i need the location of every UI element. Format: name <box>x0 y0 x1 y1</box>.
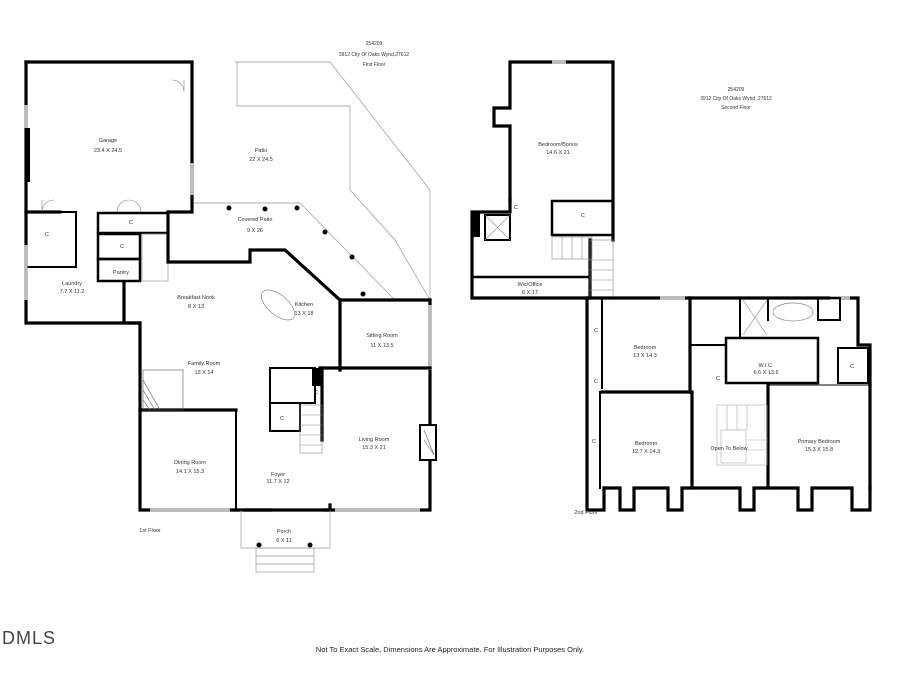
room-dims-sitting-room: 11 X 13.5 <box>370 343 393 349</box>
room-dims-breakfast-nook: 8 X 13 <box>188 304 204 310</box>
room-name-foyer: Foyer <box>271 472 285 478</box>
room-dims-primary-bedroom: 15.3 X 15.8 <box>805 447 833 453</box>
room-dims-bedroom-2: 12.7 X 14.3 <box>632 449 660 455</box>
first-floor-plan: 254209 3912 City Of Oaks Wynd,27612 Firs… <box>24 41 437 573</box>
first-floor-id: 254209 <box>366 41 383 47</box>
room-name-garage: Garage <box>99 138 117 144</box>
second-floor-id: 254209 <box>728 87 745 93</box>
room-name-bedroom-2: Bedroom <box>635 441 658 447</box>
closet-label: C <box>120 244 124 250</box>
first-floor-address: 3912 City Of Oaks Wynd,27612 <box>339 52 409 58</box>
room-name-patio: Patio <box>255 148 268 154</box>
room-dims-wic-office: 6 X 17 <box>522 290 538 296</box>
first-floor-label: 1st Floor <box>139 528 161 534</box>
dmls-logo: DMLS <box>2 628 57 648</box>
room-dims-foyer: 11.7 X 12 <box>266 479 289 485</box>
room-name-breakfast-nook: Breakfast Nook <box>177 295 215 301</box>
room-dims-patio: 22 X 24.5 <box>249 157 273 163</box>
room-name-porch: Porch <box>277 529 291 535</box>
room-dims-laundry: 7.7 X 11.2 <box>60 289 85 295</box>
room-dims-porch: 6 X 11 <box>276 538 292 544</box>
room-name-living-room: Living Room <box>359 437 390 443</box>
closet-label: C <box>45 232 49 238</box>
second-floor-title: Second Floor <box>721 105 751 111</box>
room-name-pantry: Pantry <box>113 270 129 276</box>
room-dims-covered-patio: 9 X 26 <box>247 228 263 234</box>
second-floor-address: 3912 City Of Oaks Wynd, 27612 <box>700 96 772 102</box>
room-name-wic: W.I.C. <box>759 363 774 369</box>
disclaimer-text: Not To Exact Scale, Dimensions Are Appro… <box>315 645 585 654</box>
second-floor-label: 2nd Floor <box>574 510 597 516</box>
room-dims-family-room: 13 X 14 <box>195 370 214 376</box>
closet-label: C <box>314 390 318 396</box>
room-dims-bedroom-1: 13 X 14.3 <box>633 353 657 359</box>
room-name-primary-bedroom: Primary Bedroom <box>798 439 841 445</box>
room-name-bedroom-bonus: Bedroom/Bonus <box>538 142 578 148</box>
closet-label: C <box>592 439 596 445</box>
room-name-bedroom-1: Bedroom <box>634 345 657 351</box>
closet-label: C <box>594 328 598 334</box>
room-dims-garage: 23.4 X 24.5 <box>94 148 122 154</box>
closet-label: C <box>581 213 585 219</box>
closet-label: C <box>594 379 598 385</box>
closet-label: C <box>716 376 720 382</box>
patio-outline <box>235 61 431 300</box>
room-dims-bedroom-bonus: 14.6 X 21 <box>546 150 570 156</box>
first-floor-title: First Floor <box>363 62 386 68</box>
patio-inner-outline <box>236 62 431 301</box>
room-name-wic-office: Wic/Office <box>518 282 543 288</box>
closet-label: C <box>514 205 518 211</box>
room-dims-living-room: 15.3 X 21 <box>362 445 386 451</box>
room-name-kitchen: Kitchen <box>295 302 313 308</box>
closet-label: C <box>129 220 133 226</box>
room-dims-dining-room: 14.1 X 15.3 <box>176 469 204 475</box>
closet-label: C <box>850 364 854 370</box>
room-name-covered-patio: Covered Patio <box>238 217 273 223</box>
room-name-dining-room: Dining Room <box>174 460 206 466</box>
closet-label: C <box>280 416 284 422</box>
room-name-open-to-below: Open To Below <box>710 446 747 452</box>
room-name-sitting-room: Sitting Room <box>366 333 398 339</box>
room-name-laundry: Laundry <box>62 281 82 287</box>
room-dims-kitchen: 13 X 18 <box>295 311 314 317</box>
second-floor-plan: 254209 3912 City Of Oaks Wynd, 27612 Sec… <box>470 60 872 516</box>
covered-patio-outline <box>193 202 396 301</box>
room-name-family-room: Family Room <box>188 361 221 367</box>
room-dims-wic: 6.6 X 13.6 <box>753 370 778 376</box>
